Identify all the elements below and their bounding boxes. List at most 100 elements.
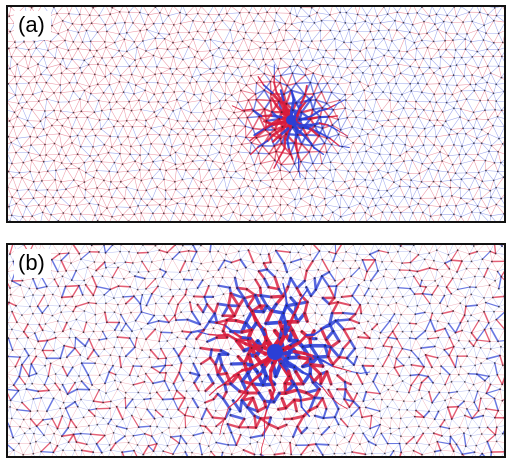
force-line — [159, 204, 165, 214]
particle-dot — [150, 127, 153, 130]
particle-dot — [88, 85, 91, 88]
force-line — [226, 160, 232, 172]
force-line — [372, 198, 376, 206]
force-line — [416, 12, 425, 22]
force-line — [78, 32, 83, 43]
force-line — [118, 50, 128, 52]
force-line — [165, 198, 172, 207]
force-line — [159, 7, 164, 14]
particle-dot — [483, 24, 485, 27]
force-line — [159, 160, 164, 170]
force-line — [33, 196, 46, 199]
force-line — [423, 58, 432, 60]
force-line — [470, 74, 473, 85]
force-line — [43, 161, 48, 172]
force-line — [131, 109, 142, 111]
force-line — [383, 38, 389, 51]
force-line — [146, 186, 158, 191]
particle-dot — [172, 41, 174, 44]
force-line — [473, 112, 477, 120]
particle-dot — [135, 137, 138, 140]
force-line — [209, 55, 213, 70]
force-line — [321, 161, 331, 164]
force-line — [162, 155, 171, 161]
particle-dot — [186, 120, 189, 123]
particle-dot — [108, 101, 111, 104]
force-line — [150, 128, 160, 136]
force-line — [116, 55, 123, 67]
particle-dot — [179, 22, 182, 25]
force-line — [461, 7, 470, 13]
force-line — [321, 115, 330, 130]
force-line — [455, 172, 462, 180]
force-line — [362, 151, 367, 163]
force-line — [208, 32, 211, 40]
force-line — [93, 170, 97, 178]
particle-dot — [371, 58, 373, 61]
force-line — [391, 211, 398, 221]
force-line — [116, 181, 122, 189]
force-line — [345, 58, 353, 61]
force-line — [438, 160, 443, 172]
force-line — [89, 154, 99, 157]
force-line — [211, 89, 220, 102]
particle-dot — [363, 109, 366, 111]
force-line — [300, 143, 310, 153]
force-line — [158, 23, 164, 34]
particle-dot — [487, 99, 489, 101]
force-line — [188, 56, 195, 68]
force-line — [347, 110, 354, 118]
force-chain — [262, 84, 274, 95]
force-line — [67, 23, 73, 31]
force-line — [156, 107, 164, 117]
force-line — [220, 203, 229, 217]
force-line — [186, 13, 199, 15]
force-line — [215, 29, 225, 43]
force-line — [493, 84, 497, 94]
force-line — [140, 134, 148, 146]
force-line — [306, 170, 315, 179]
force-line — [404, 126, 407, 136]
force-line — [134, 169, 140, 178]
force-line — [269, 76, 274, 83]
force-line — [145, 126, 152, 129]
force-line — [204, 215, 207, 221]
force-line — [453, 74, 458, 86]
particle-dot — [154, 73, 157, 76]
force-line — [459, 108, 462, 118]
force-line — [241, 76, 247, 86]
particle-dot — [495, 100, 498, 102]
force-line — [364, 31, 371, 41]
force-line — [343, 42, 351, 50]
force-line — [71, 205, 77, 215]
force-chain — [273, 157, 280, 169]
particle-dot — [229, 135, 232, 138]
force-line — [443, 21, 452, 23]
particle-dot — [262, 58, 265, 61]
force-line — [465, 64, 479, 69]
particle-dot — [53, 7, 55, 9]
force-line — [355, 116, 366, 119]
force-line — [496, 204, 504, 215]
force-line — [96, 161, 102, 171]
force-line — [244, 117, 248, 127]
force-line — [376, 121, 383, 127]
force-line — [159, 143, 165, 156]
force-line — [111, 197, 117, 208]
particle-dot — [199, 73, 202, 76]
particle-dot — [238, 11, 241, 14]
particle-dot — [133, 41, 136, 43]
force-line — [254, 163, 261, 165]
force-line — [69, 128, 73, 138]
force-line — [437, 21, 444, 30]
force-line — [213, 14, 220, 24]
force-line — [283, 84, 289, 96]
particle-dot — [163, 37, 166, 40]
force-line — [114, 153, 121, 163]
force-line — [383, 7, 388, 15]
force-line — [22, 206, 27, 218]
force-line — [71, 162, 85, 165]
particle-dot — [307, 46, 310, 49]
force-line — [497, 116, 504, 119]
force-line — [487, 14, 495, 21]
